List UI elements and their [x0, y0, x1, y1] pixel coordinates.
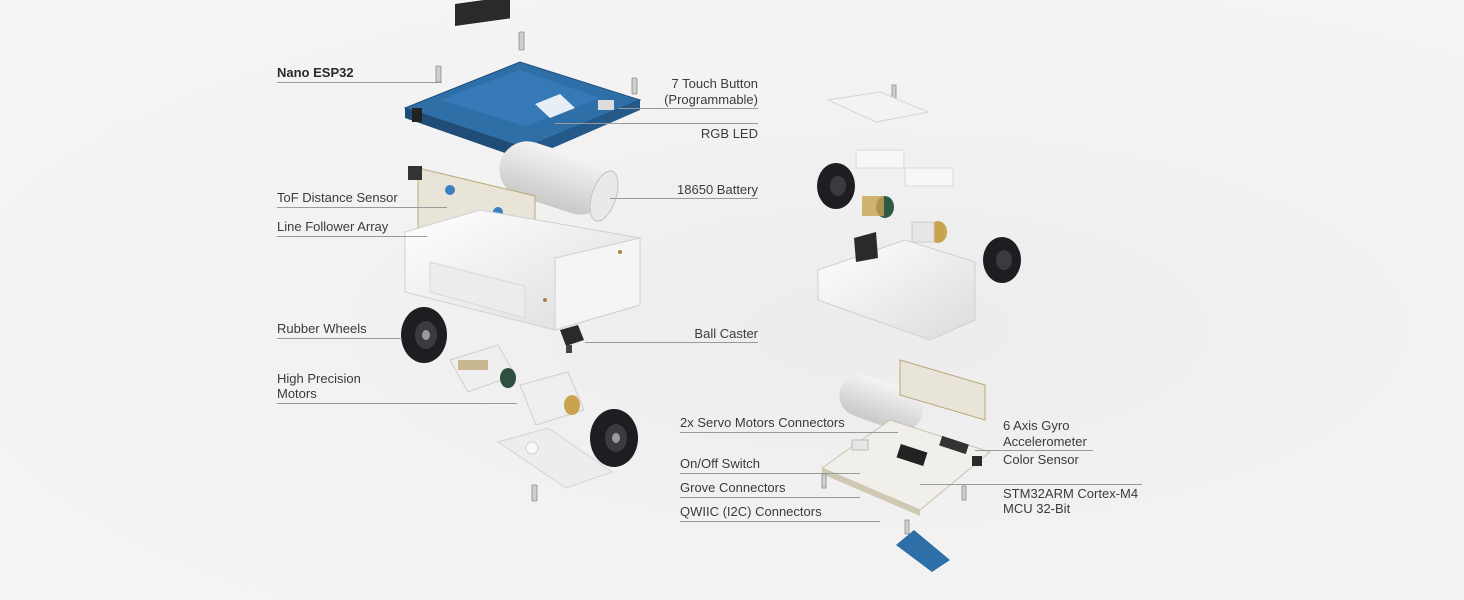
label-grove-connectors: Grove Connectors	[680, 480, 786, 495]
motor-right	[519, 371, 585, 426]
label-tof-sensor: ToF Distance Sensor	[277, 190, 398, 205]
sensor-board-right	[899, 359, 986, 421]
label-color-sensor: Color Sensor	[1003, 452, 1079, 467]
leader-line	[680, 432, 898, 433]
leader-line	[610, 198, 758, 199]
ball-caster	[560, 325, 584, 353]
screw-icon	[961, 485, 967, 501]
motor-clip	[904, 167, 954, 187]
leader-line	[680, 497, 860, 498]
motor-left	[449, 344, 516, 393]
rubber-wheel-left	[401, 307, 447, 363]
leader-line	[277, 207, 447, 208]
bottom-plate	[496, 427, 614, 489]
leader-line	[277, 403, 517, 404]
label-touch-button-line2: (Programmable)	[664, 92, 758, 107]
leader-line	[555, 123, 758, 124]
leader-line	[277, 236, 427, 237]
label-mcu-line1: STM32ARM Cortex-M4	[1003, 486, 1139, 501]
chassis-back	[817, 239, 976, 341]
label-gyro-line1: 6 Axis Gyro	[1003, 418, 1070, 433]
top-plate-right	[826, 91, 930, 123]
caster-back	[854, 232, 878, 262]
main-pcb	[820, 419, 992, 516]
motors-back	[862, 196, 947, 243]
rubber-wheel-right	[590, 409, 638, 467]
leader-line	[277, 82, 442, 83]
leader-line	[680, 473, 860, 474]
left-assembly	[401, 0, 642, 502]
label-motors-line1: High Precision	[277, 371, 361, 386]
label-line-follower: Line Follower Array	[277, 219, 389, 234]
touch-pcb	[403, 0, 642, 164]
label-touch-button-line1: 7 Touch Button	[671, 76, 759, 91]
label-ball-caster: Ball Caster	[694, 326, 758, 341]
label-qwiic-connectors: QWIIC (I2C) Connectors	[680, 504, 822, 519]
leader-line	[680, 521, 880, 522]
label-motors-line2: Motors	[277, 386, 317, 401]
leader-line	[920, 484, 1142, 485]
leader-line	[585, 342, 758, 343]
leader-line	[277, 338, 402, 339]
rubber-wheel-back-right	[983, 237, 1021, 283]
label-mcu-line2: MCU 32-Bit	[1003, 501, 1071, 516]
label-gyro-line2: Accelerometer	[1003, 434, 1087, 449]
leader-line	[975, 450, 1093, 451]
nano-board-bottom	[896, 519, 950, 572]
leader-line	[618, 108, 758, 109]
label-servo-connectors: 2x Servo Motors Connectors	[680, 415, 845, 430]
label-nano-esp32: Nano ESP32	[277, 65, 354, 80]
right-assembly	[817, 84, 1021, 572]
motor-clip	[855, 149, 905, 169]
rubber-wheel-back-left	[817, 163, 855, 209]
screw-icon	[821, 473, 827, 489]
chassis-body	[404, 209, 641, 331]
label-rgb-led: RGB LED	[700, 126, 758, 141]
label-rubber-wheels: Rubber Wheels	[277, 321, 367, 336]
label-battery: 18650 Battery	[677, 182, 758, 197]
label-on-off-switch: On/Off Switch	[680, 456, 760, 471]
